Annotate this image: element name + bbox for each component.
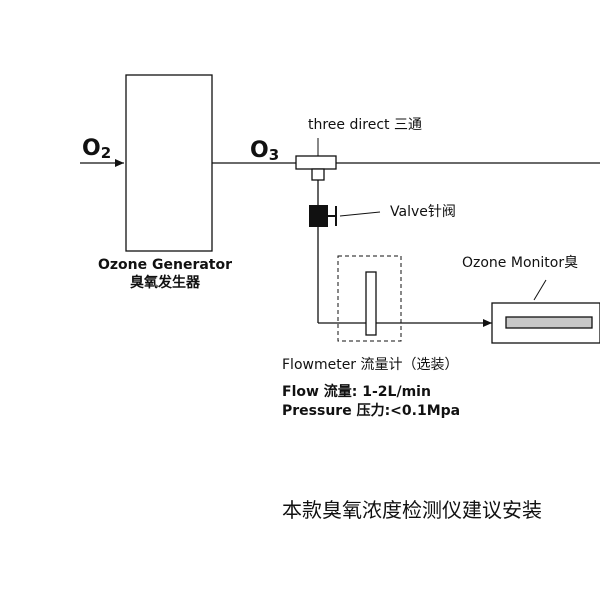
flowmeter-label: Flowmeter 流量计（选装） (282, 357, 459, 373)
generator-name-en: Ozone Generator (98, 257, 233, 273)
generator-name-cn: 臭氧发生器 (130, 275, 200, 291)
ozone-monitor (491, 302, 600, 344)
three-way-label: three direct 三通 (308, 117, 422, 133)
monitor-leader (533, 279, 547, 301)
monitor-display (505, 316, 593, 329)
valve-leader (339, 211, 381, 217)
valve-label: Valve针阀 (390, 204, 456, 220)
caption-text: 本款臭氧浓度检测仪建议安装 (282, 498, 542, 522)
o2-label: O2 (82, 136, 112, 162)
flowmeter-tube (365, 271, 377, 336)
needle-valve (309, 205, 337, 227)
three-way-fitting (295, 155, 337, 181)
pressure-spec: Pressure 压力:<0.1Mpa (282, 403, 461, 419)
ozone-generator-box (125, 74, 213, 252)
monitor-label: Ozone Monitor臭 (462, 255, 579, 271)
o3-label: O3 (250, 138, 280, 164)
flow-spec: Flow 流量: 1-2L/min (282, 384, 431, 400)
flowmeter-optional-region (337, 255, 402, 342)
